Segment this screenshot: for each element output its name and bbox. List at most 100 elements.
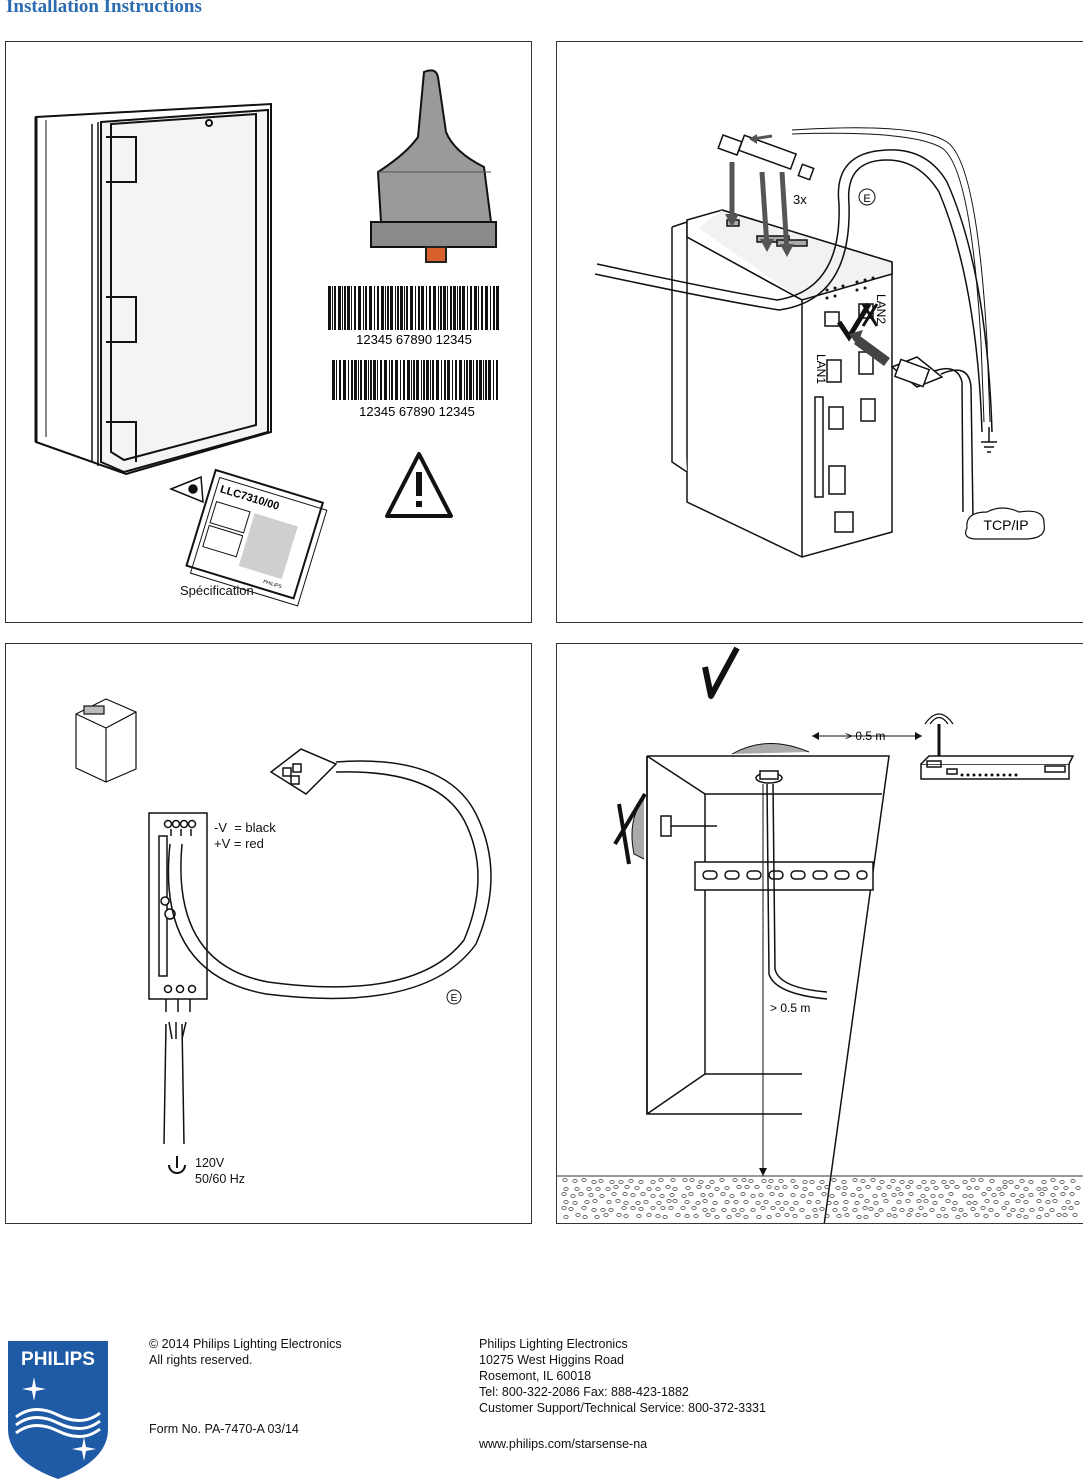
ground-speckle xyxy=(1045,1200,1051,1204)
ground-speckle xyxy=(868,1207,874,1211)
ground-speckle xyxy=(1004,1201,1010,1205)
ground-speckle xyxy=(756,1215,762,1219)
ground-speckle xyxy=(809,1180,815,1184)
ground-speckle xyxy=(842,1186,848,1190)
barcode-bar xyxy=(395,286,396,330)
barcode-bar xyxy=(459,360,462,400)
ground-speckle xyxy=(588,1193,594,1197)
ground-speckle xyxy=(789,1207,795,1211)
ground-speckle xyxy=(1065,1200,1071,1204)
barcode-bar xyxy=(358,286,361,330)
copyright-line1: © 2014 Philips Lighting Electronics xyxy=(149,1337,342,1351)
ground-speckle xyxy=(1039,1192,1045,1196)
ground-speckle xyxy=(1028,1180,1034,1184)
barcode-bar xyxy=(418,286,420,330)
ground-speckle xyxy=(561,1192,567,1196)
barcode-bar xyxy=(397,286,399,330)
barcode-bar xyxy=(478,286,479,330)
ground-speckle xyxy=(981,1192,987,1196)
ground-speckle xyxy=(1036,1199,1042,1203)
ground-speckle xyxy=(584,1200,590,1204)
ground-speckle xyxy=(575,1213,581,1217)
website-link[interactable]: www.philips.com/starsense-na xyxy=(479,1437,648,1451)
barcode-bar xyxy=(365,286,367,330)
barcode-bar xyxy=(387,286,389,330)
ground-speckle xyxy=(1019,1194,1025,1198)
ground-speckle xyxy=(1072,1213,1078,1217)
barcode-bar xyxy=(479,360,482,400)
wifi-icon xyxy=(924,713,954,725)
ground-speckle xyxy=(754,1185,760,1189)
ground-speckle xyxy=(582,1215,588,1219)
ground-speckle xyxy=(1023,1200,1029,1204)
ground-speckle xyxy=(1038,1207,1044,1211)
antenna-cable-top xyxy=(766,783,828,1000)
ground-speckle xyxy=(592,1199,598,1203)
barcode-bar xyxy=(411,360,412,400)
philips-logo: PHILIPS xyxy=(8,1341,108,1479)
ground-speckle xyxy=(863,1215,869,1219)
ground-speckle xyxy=(895,1187,901,1191)
barcode-bar xyxy=(488,360,491,400)
barcode-bar xyxy=(473,360,474,400)
barcode-bar xyxy=(438,286,439,330)
ground-speckle xyxy=(778,1193,784,1197)
ground-speckle xyxy=(719,1178,725,1182)
ground-speckle xyxy=(908,1192,914,1196)
ground-speckle xyxy=(591,1208,597,1212)
voltage-label: 120V xyxy=(195,1156,225,1170)
barcode-bar xyxy=(332,360,335,400)
ground-speckle xyxy=(945,1199,951,1203)
ground-speckle xyxy=(659,1194,665,1198)
ground-speckle xyxy=(978,1178,984,1182)
ground-speckle xyxy=(841,1192,847,1196)
barcode-label-1 xyxy=(328,286,499,330)
ground-speckle xyxy=(755,1201,761,1205)
barcode-bar xyxy=(426,286,427,330)
ground-speckle xyxy=(948,1192,954,1196)
ground-speckle xyxy=(646,1187,652,1191)
ground-speckle xyxy=(891,1193,897,1197)
barcode-bar xyxy=(347,286,350,330)
distance-top-label: > 0.5 m xyxy=(845,729,885,743)
ground-speckle xyxy=(932,1201,938,1205)
ground-speckle xyxy=(712,1201,718,1205)
ground-speckle xyxy=(1060,1192,1066,1196)
ground-speckle xyxy=(675,1213,681,1217)
barcode-bar xyxy=(485,360,487,400)
ground-speckle xyxy=(974,1186,980,1190)
barcode-bar xyxy=(395,360,398,400)
barcode-bar xyxy=(474,286,477,330)
ground-speckle xyxy=(836,1214,842,1218)
barcode-bar xyxy=(363,286,364,330)
barcode-bar xyxy=(481,286,483,330)
barcode-bar xyxy=(429,286,431,330)
ground-speckle xyxy=(898,1192,904,1196)
ground-speckle xyxy=(993,1200,999,1204)
ground-speckle xyxy=(733,1200,739,1204)
ground-speckle xyxy=(850,1193,856,1197)
barcode-bar xyxy=(385,286,386,330)
ground-speckle xyxy=(616,1213,622,1217)
ground-speckle xyxy=(1028,1193,1034,1197)
ground-speckle xyxy=(760,1206,766,1210)
barcode-bar xyxy=(432,360,434,400)
ground-speckle xyxy=(628,1179,634,1183)
ground-speckle xyxy=(1019,1208,1025,1212)
ground-speckle xyxy=(899,1180,905,1184)
ground-speckle xyxy=(799,1208,805,1212)
ground-speckle xyxy=(1075,1186,1081,1190)
ground-speckle xyxy=(952,1201,958,1205)
ground-speckle xyxy=(608,1208,614,1212)
ground-speckle xyxy=(872,1194,878,1198)
ground-speckle xyxy=(774,1186,780,1190)
ground-speckle xyxy=(1008,1180,1014,1184)
ground-speckle xyxy=(790,1179,796,1183)
barcode-bar xyxy=(413,360,415,400)
ground-speckle xyxy=(1014,1185,1020,1189)
ground-speckle xyxy=(922,1213,928,1217)
ground-speckle xyxy=(916,1185,922,1189)
ground-speckle xyxy=(793,1185,799,1189)
ground-speckle xyxy=(599,1194,605,1198)
ground-speckle xyxy=(829,1194,835,1198)
